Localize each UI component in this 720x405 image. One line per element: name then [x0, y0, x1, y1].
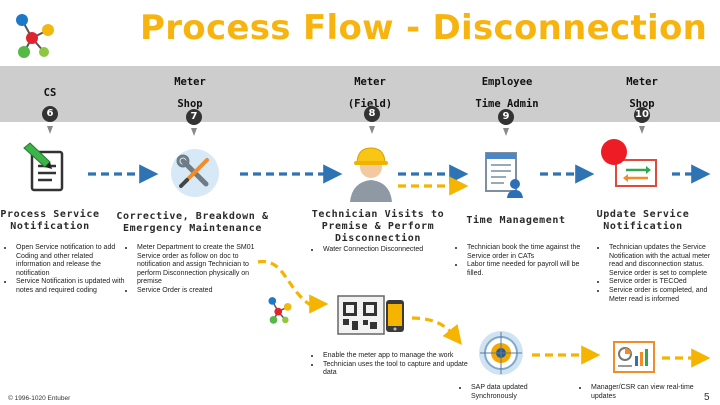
- list-item: Enable the meter app to manage the work: [321, 352, 481, 361]
- list-item: Labor time needed for payroll will be fi…: [465, 261, 583, 278]
- wrench-screwdriver-icon: [171, 149, 219, 197]
- step-title-line: Premise & Perform: [321, 221, 435, 232]
- step-pointer: [369, 126, 375, 134]
- list-item: Technician book the time against the Ser…: [465, 244, 583, 261]
- step-number-7: 7: [186, 109, 202, 125]
- step-title-7: Corrective, Breakdown & Emergency Mainte…: [110, 211, 275, 235]
- step-title-line: Disconnection: [334, 233, 422, 244]
- step-number-6: 6: [42, 106, 58, 122]
- step-title-6: Process Service Notification: [0, 209, 104, 233]
- step-title-line: Update Service: [596, 209, 690, 220]
- report-details: Manager/CSR can view real-time updates: [580, 384, 717, 401]
- list-item: Open Service notification to add Coding …: [14, 244, 126, 278]
- step-number-8: 8: [364, 106, 380, 122]
- molecule-small-icon: [268, 297, 292, 324]
- step-title-line: Corrective, Breakdown &: [116, 211, 269, 222]
- sap-target-icon: [479, 331, 523, 375]
- list-item: Manager/CSR can view real-time updates: [589, 384, 717, 401]
- timesheet-user-icon: [485, 152, 523, 198]
- step-number-10: 10: [634, 107, 650, 123]
- step-pointer: [503, 128, 509, 136]
- role-label: CS: [43, 87, 57, 99]
- step-pointer: [47, 126, 53, 134]
- copyright: © 1996-1020 Entuber: [8, 395, 71, 402]
- list-item: SAP data updated Synchronously: [469, 384, 565, 401]
- role-label: Employee: [481, 76, 533, 88]
- step-9-details: Technician book the time against the Ser…: [456, 244, 583, 278]
- status-light-arrows-icon: [601, 139, 657, 187]
- step-header-6: CS: [20, 82, 80, 104]
- step-10-details: Technician updates the Service Notificat…: [598, 244, 720, 304]
- flow-arrow-7-mobile: [257, 259, 329, 314]
- step-title-10: Update Service Notification: [588, 209, 698, 233]
- step-title-line: Time Management: [466, 215, 566, 226]
- list-item: Meter Department to create the SM01 Serv…: [135, 244, 267, 287]
- step-title-line: Technician Visits to: [311, 209, 445, 220]
- step-7-details: Meter Department to create the SM01 Serv…: [126, 244, 267, 296]
- molecule-logo-icon: [16, 14, 54, 58]
- list-item: Service Order is created: [135, 287, 267, 296]
- step-title-line: Process Service: [0, 209, 100, 220]
- step-title-8: Technician Visits to Premise & Perform D…: [310, 209, 446, 245]
- list-item: Water Connection Disconnected: [321, 246, 471, 255]
- mobile-app-details: Enable the meter app to manage the work …: [312, 352, 481, 378]
- role-label: (Field): [347, 98, 393, 110]
- step-header-8: Meter (Field): [340, 71, 400, 115]
- role-label: Meter: [354, 76, 386, 88]
- list-item: Service order is completed, and Meter re…: [607, 287, 720, 304]
- step-number-9: 9: [498, 109, 514, 125]
- list-item: Technician uses the tool to capture and …: [321, 361, 481, 378]
- step-pointer: [639, 126, 645, 134]
- role-band: [0, 66, 720, 122]
- page-title: Process Flow - Disconnection: [140, 8, 708, 48]
- step-pointer: [191, 128, 197, 136]
- step-header-10: Meter Shop: [612, 71, 672, 115]
- flow-arrow-mobile-sap: [411, 316, 462, 345]
- role-label: Shop: [177, 98, 203, 110]
- qr-scanner-phone-icon: [337, 295, 404, 335]
- step-header-7: Meter Shop: [160, 71, 220, 115]
- list-item: Service order is TECOed: [607, 278, 720, 287]
- step-6-details: Open Service notification to add Coding …: [5, 244, 126, 296]
- sap-sync-details: SAP data updated Synchronously: [460, 384, 565, 401]
- step-title-9: Time Management: [458, 215, 574, 227]
- role-label: Meter: [626, 76, 658, 88]
- role-label: Time Admin: [475, 98, 539, 110]
- step-title-line: Emergency Maintenance: [122, 223, 263, 234]
- step-title-line: Notification: [603, 221, 683, 232]
- page-number: 5: [704, 392, 710, 403]
- role-label: Meter: [174, 76, 206, 88]
- step-8-details: Water Connection Disconnected: [312, 246, 471, 255]
- technician-hardhat-icon: [350, 147, 392, 202]
- list-item: Technician updates the Service Notificat…: [607, 244, 720, 278]
- role-label: Shop: [629, 98, 655, 110]
- step-header-9: Employee Time Admin: [465, 71, 549, 115]
- step-title-line: Notification: [10, 221, 90, 232]
- dashboard-chart-icon: [613, 341, 655, 373]
- document-pencil-icon: [23, 142, 64, 192]
- list-item: Service Notification is updated with not…: [14, 278, 126, 295]
